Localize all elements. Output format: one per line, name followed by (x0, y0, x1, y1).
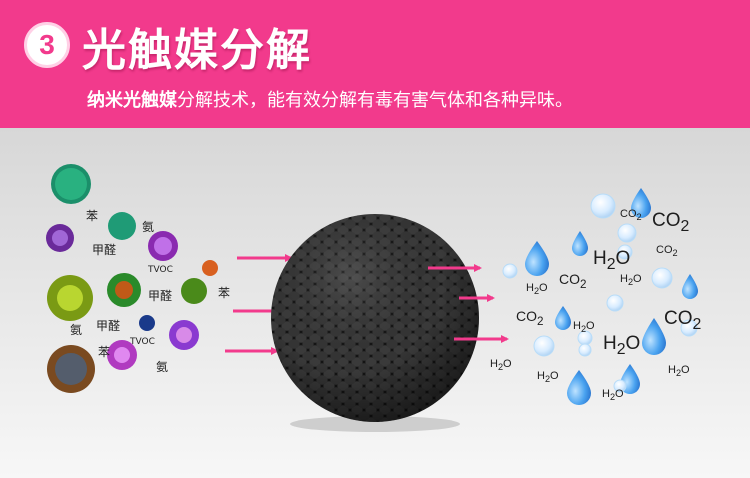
molecule-co2: CO2 (559, 271, 587, 291)
molecule-h2o: H2O (490, 358, 512, 373)
molecule-h2o: H2O (620, 273, 642, 288)
photocatalyst-sphere-icon (271, 214, 479, 432)
molecule-co2: CO2 (516, 308, 544, 328)
molecule-co2: CO2 (656, 244, 678, 259)
molecule-h2o: H2O (537, 370, 559, 385)
molecule-co2: CO2 (664, 308, 702, 333)
pollutant-label-formaldehyde: 甲醛 (92, 243, 117, 257)
pollutant-label-formaldehyde: 甲醛 (148, 289, 173, 303)
pollutant-label-benzene: 苯 (218, 286, 231, 300)
molecule-h2o: H2O (526, 282, 548, 297)
illustration-graphics (46, 164, 698, 432)
subtitle-text: 分解技术，能有效分解有毒有害气体和各种异味。 (177, 90, 573, 111)
page-title: 光触媒分解 (82, 25, 312, 76)
molecule-h2o: H2O (573, 320, 595, 335)
bacteria-icon (46, 164, 218, 393)
molecule-h2o: H2O (668, 364, 690, 379)
molecule-co2: CO2 (652, 210, 690, 235)
step-badge: 3 (24, 22, 70, 68)
subtitle-emphasis: 纳米光触媒 (87, 90, 177, 111)
pollutant-label-ammonia: 氨 (156, 360, 169, 374)
arrow-right-icon (428, 264, 509, 343)
pollutant-label-ammonia: 氨 (142, 220, 155, 234)
molecule-co2: CO2 (620, 208, 642, 223)
pollutant-label-tvoc: TVOC (148, 265, 173, 275)
pollutant-label-benzene: 苯 (86, 209, 99, 223)
molecule-h2o: H2O (602, 388, 624, 403)
subtitle: 纳米光触媒分解技术，能有效分解有毒有害气体和各种异味。 (87, 86, 573, 112)
header-banner: 3 光触媒分解 纳米光触媒分解技术，能有效分解有毒有害气体和各种异味。 (0, 0, 750, 128)
pollutant-label-ammonia: 氨 (70, 323, 83, 337)
pollutant-label-tvoc: TVOC (130, 337, 155, 347)
molecule-h2o: H2O (593, 248, 631, 273)
pollutant-label-formaldehyde: 甲醛 (96, 319, 121, 333)
illustration-stage: 苯 氨 甲醛 TVOC 甲醛 苯 氨 甲醛 TVOC 苯 氨 CO2 CO2 C… (0, 128, 750, 478)
bubble-icon (502, 193, 698, 393)
molecule-h2o: H2O (603, 333, 641, 358)
pollutant-label-benzene: 苯 (98, 345, 111, 359)
